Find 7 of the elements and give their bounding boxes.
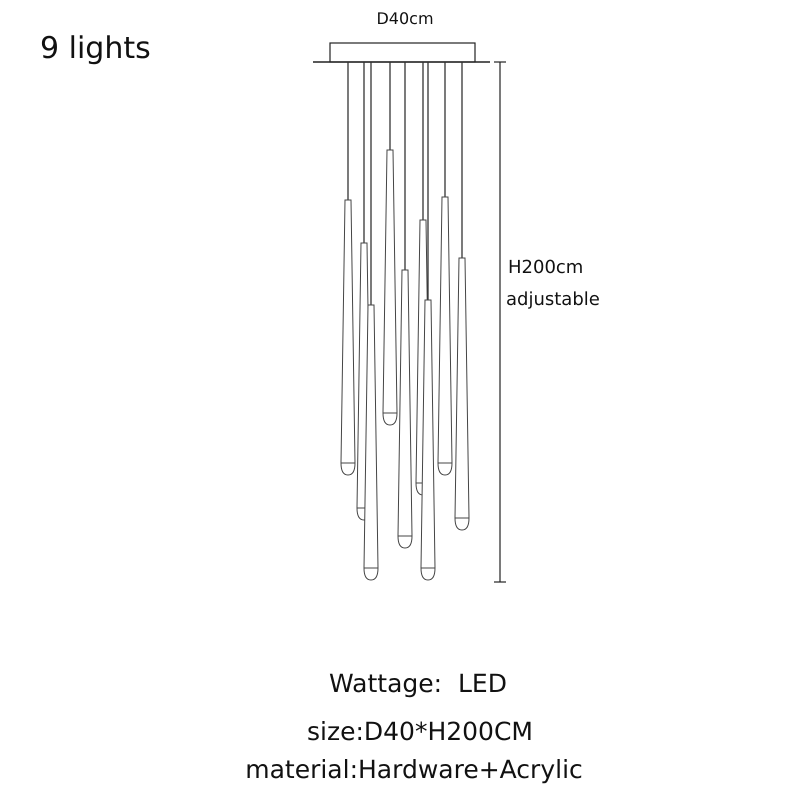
dimension-label: D40cm [376,10,434,28]
dimension-label: H200cm [508,258,584,278]
heading: 9 lights [40,32,151,65]
dimension-note: adjustable [506,290,600,310]
spec-text: size:D40*H200CM [307,718,533,746]
spec-text: material:Hardware+Acrylic [245,756,583,784]
spec-text: Wattage: LED [329,670,507,698]
